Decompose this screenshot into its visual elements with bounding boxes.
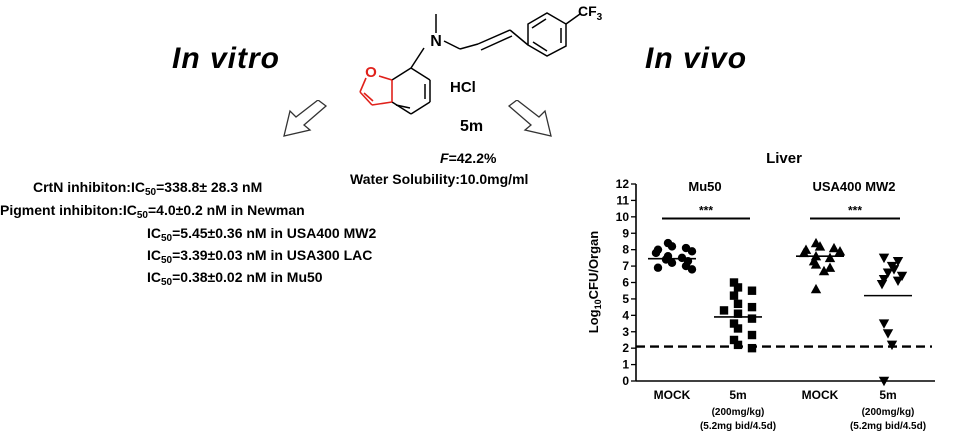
y-tick-label: 10 <box>616 210 630 224</box>
data-point-circle <box>667 242 677 251</box>
y-tick-label: 3 <box>622 325 629 339</box>
data-point-triangle-down <box>878 376 890 387</box>
y-tick-label: 11 <box>616 193 629 207</box>
y-tick-label: 2 <box>622 341 629 355</box>
in-vivo-title: In vivo <box>645 42 748 75</box>
chart-title: Liver <box>766 150 802 167</box>
x-category-label: MOCK <box>654 388 691 402</box>
data-point-triangle-down <box>878 319 890 329</box>
data-point-square <box>733 309 743 318</box>
oxygen-atom-label: O <box>365 64 377 81</box>
data-point-square <box>729 278 739 287</box>
ic50-usa400-line: IC50=5.45±0.36 nM in USA400 MW2 <box>147 225 377 244</box>
data-point-circle <box>653 263 663 272</box>
crtn-inhibition-line: CrtN inhibiton:IC50=338.8± 28.3 nM <box>33 179 263 198</box>
significance-label: *** <box>848 203 862 217</box>
data-point-square <box>733 299 743 309</box>
x-category-regimen: (5.2mg bid/4.5d) <box>850 421 926 432</box>
x-category-label: 5m <box>729 388 746 402</box>
bioavailability-label: F=42.2% <box>440 150 497 166</box>
data-point-square <box>747 343 757 353</box>
data-point-triangle-up <box>814 241 826 251</box>
data-point-triangle-up <box>824 262 836 272</box>
data-point-square <box>729 291 739 300</box>
y-tick-label: 8 <box>622 243 629 257</box>
hollow-arrow-left-icon <box>283 100 328 137</box>
nitrogen-atom-label: N <box>430 33 442 50</box>
data-point-triangle-up <box>810 283 822 294</box>
data-point-circle <box>667 258 677 267</box>
data-point-triangle-down <box>882 329 894 339</box>
x-category-dose: (200mg/kg) <box>712 407 765 418</box>
y-tick-label: 7 <box>622 259 629 273</box>
y-tick-label: 5 <box>622 292 629 306</box>
data-point-square <box>719 306 729 315</box>
data-point-square <box>733 340 743 350</box>
data-point-triangle-up <box>824 252 836 263</box>
data-point-triangle-down <box>878 275 890 285</box>
data-point-triangle-down <box>878 253 890 264</box>
data-point-circle <box>687 265 697 274</box>
data-point-square <box>747 314 757 323</box>
x-category-regimen: (5.2mg bid/4.5d) <box>700 421 776 432</box>
molecule-bonds <box>410 12 581 69</box>
cf3-group-label: CF3 <box>578 3 603 23</box>
data-point-square <box>733 283 743 292</box>
data-point-triangle-up <box>834 246 846 256</box>
data-point-square <box>733 324 743 333</box>
data-point-circle <box>687 247 697 256</box>
x-category-dose: (200mg/kg) <box>862 407 915 418</box>
data-point-square <box>747 302 757 312</box>
significance-label: *** <box>699 203 713 217</box>
group-title: USA400 MW2 <box>812 179 895 194</box>
y-tick-label: 12 <box>616 177 630 191</box>
hollow-arrow-right-icon <box>507 100 552 137</box>
data-point-triangle-down <box>896 271 908 282</box>
data-point-triangle-down <box>882 268 894 278</box>
data-point-square <box>729 319 739 328</box>
y-tick-label: 9 <box>622 226 629 240</box>
molecule-structure: O N CF3 HCl 5m <box>359 3 603 135</box>
data-point-triangle-down <box>886 340 898 351</box>
data-point-square <box>729 335 739 345</box>
data-point-triangle-down <box>888 265 900 275</box>
y-tick-label: 0 <box>622 374 629 388</box>
data-point-triangle-down <box>892 256 904 267</box>
data-point-triangle-up <box>828 242 840 253</box>
benzofuran-ring <box>359 67 431 115</box>
hcl-salt-label: HCl <box>450 79 476 96</box>
in-vitro-title: In vitro <box>172 42 281 75</box>
data-point-triangle-down <box>876 279 888 290</box>
x-category-label: 5m <box>879 388 896 402</box>
ic50-usa300-line: IC50=3.39±0.03 nM in USA300 LAC <box>147 247 373 266</box>
group-title: Mu50 <box>688 179 721 194</box>
data-point-triangle-down <box>892 276 904 287</box>
y-tick-label: 6 <box>622 276 629 290</box>
data-point-triangle-up <box>818 265 830 276</box>
water-solubility-label: Water Solubility:10.0mg/ml <box>350 171 529 187</box>
data-point-square <box>747 330 757 340</box>
data-point-square <box>747 286 757 295</box>
y-tick-label: 4 <box>622 308 629 322</box>
pigment-inhibition-newman-line: Pigment inhibiton:IC50=4.0±0.2 nM in New… <box>0 202 305 221</box>
y-tick-label: 1 <box>622 358 629 372</box>
data-point-circle <box>651 248 661 258</box>
data-point-triangle-up <box>798 247 810 258</box>
data-point-triangle-up <box>810 259 822 269</box>
y-axis-label: Log10CFU/Organ <box>586 231 603 334</box>
x-category-label: MOCK <box>802 388 839 402</box>
compound-name-label: 5m <box>460 118 483 135</box>
ic50-mu50-line: IC50=0.38±0.02 nM in Mu50 <box>147 269 323 288</box>
